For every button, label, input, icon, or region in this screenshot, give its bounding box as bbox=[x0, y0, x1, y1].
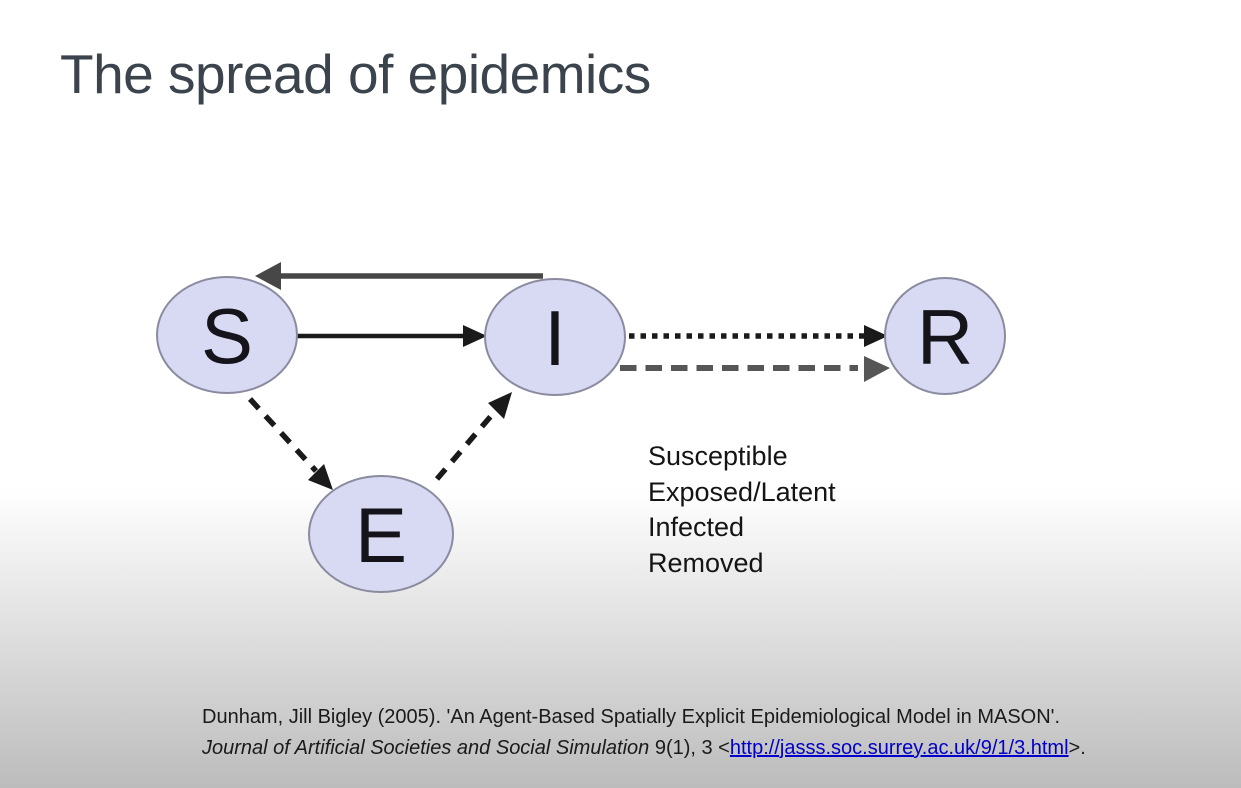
node-e bbox=[308, 475, 454, 593]
node-r bbox=[884, 277, 1006, 395]
edge-s-to-e-line bbox=[247, 397, 319, 473]
edge-e-to-i-line bbox=[434, 407, 500, 481]
citation: Dunham, Jill Bigley (2005). 'An Agent-Ba… bbox=[202, 702, 1086, 764]
edge-s-to-i-arrowhead-icon bbox=[463, 325, 487, 347]
node-i bbox=[484, 278, 626, 396]
citation-line1: Dunham, Jill Bigley (2005). 'An Agent-Ba… bbox=[202, 706, 1061, 728]
node-e-label: E bbox=[355, 491, 407, 579]
node-i-label: I bbox=[544, 294, 566, 382]
page-title: The spread of epidemics bbox=[60, 43, 651, 105]
legend-item-infected: Infected bbox=[648, 512, 745, 542]
legend-item-susceptible: Susceptible bbox=[648, 441, 788, 471]
citation-journal-title: Journal of Artificial Societies and Soci… bbox=[202, 737, 650, 759]
edge-i-to-r-dotted-arrowhead-icon bbox=[864, 325, 888, 347]
node-r-label: R bbox=[917, 293, 973, 381]
legend-block: Susceptible Exposed/Latent Infected Remo… bbox=[648, 439, 836, 581]
citation-issue-info: 9(1), 3 < bbox=[649, 737, 730, 759]
edge-i-to-s-arrowhead-icon bbox=[255, 262, 281, 290]
edge-i-to-r-dashed-arrowhead-icon bbox=[864, 356, 890, 382]
node-s-label: S bbox=[201, 292, 253, 380]
node-s bbox=[156, 276, 298, 394]
edge-e-to-i-arrowhead-icon bbox=[488, 392, 512, 419]
edge-s-to-e-arrowhead-icon bbox=[308, 464, 333, 490]
legend-item-removed: Removed bbox=[648, 547, 764, 578]
citation-line2: Journal of Artificial Societies and Soci… bbox=[202, 733, 1086, 764]
legend-item-exposed: Exposed/Latent bbox=[648, 476, 836, 507]
citation-link[interactable]: http://jasss.soc.surrey.ac.uk/9/1/3.html bbox=[729, 737, 1069, 759]
citation-suffix: >. bbox=[1068, 737, 1086, 759]
